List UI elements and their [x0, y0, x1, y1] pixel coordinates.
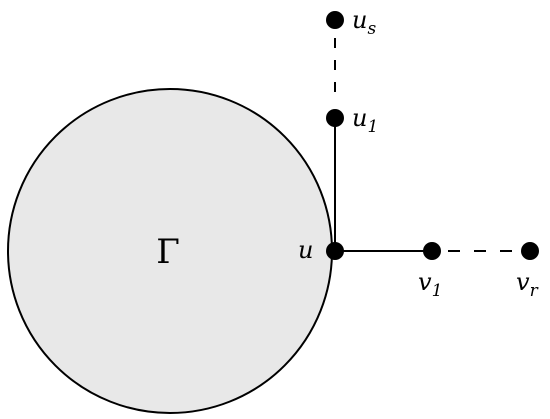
label-v1: v1 [418, 268, 442, 301]
label-us: us [352, 6, 376, 39]
vertex-vr [521, 242, 539, 260]
label-u1: u1 [352, 104, 378, 137]
label-vr: vr [516, 268, 539, 301]
vertex-v1 [423, 242, 441, 260]
vertex-u1 [326, 109, 344, 127]
vertex-us [326, 11, 344, 29]
gamma-label: Γ [156, 232, 180, 272]
vertex-u [326, 242, 344, 260]
label-u: u [298, 236, 313, 264]
